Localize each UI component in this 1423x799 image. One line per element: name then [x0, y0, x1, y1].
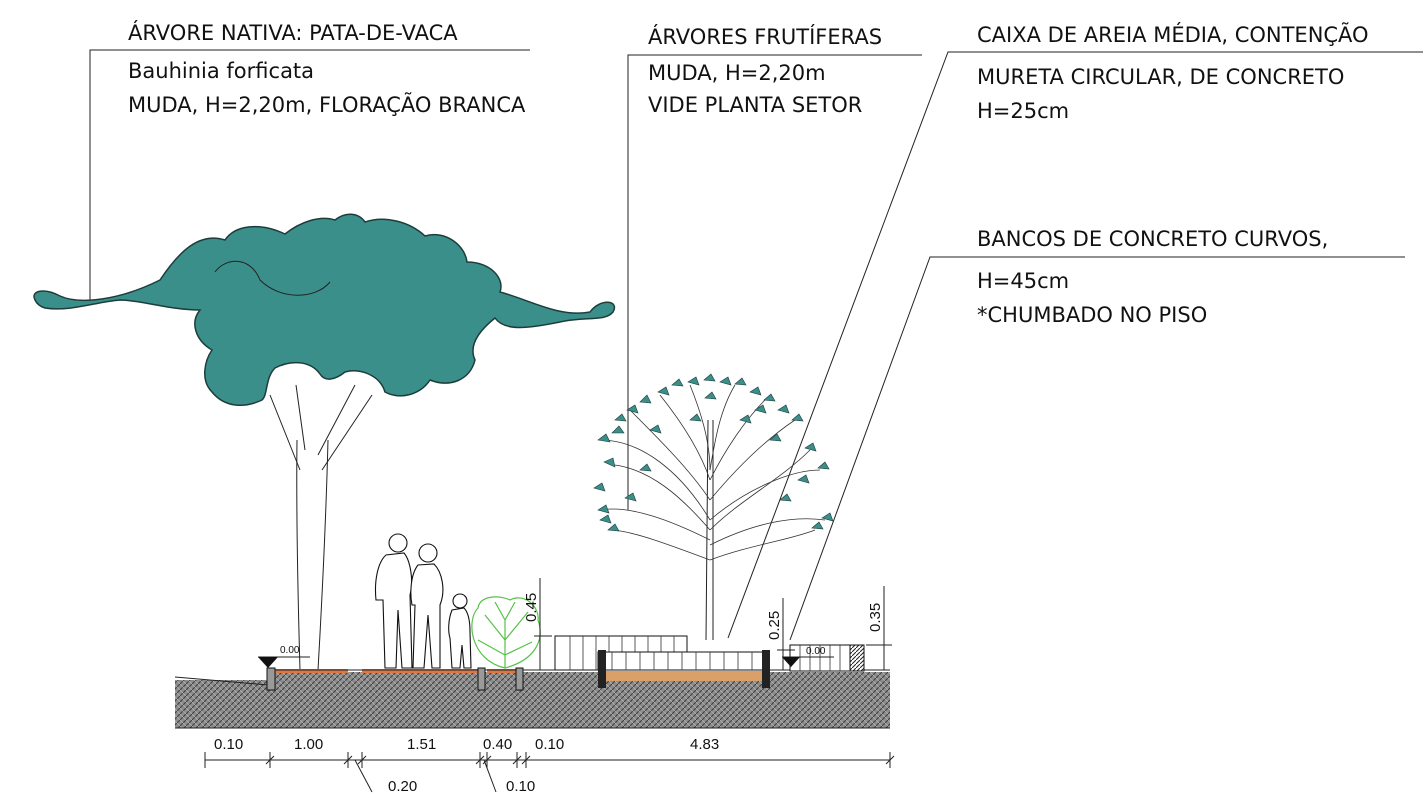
shrub [471, 596, 541, 669]
sandbox [597, 650, 770, 688]
native-tree-title: ÁRVORE NATIVA: PATA-DE-VACA [128, 20, 458, 45]
native-tree-species: Bauhinia forficata [128, 59, 314, 83]
annotation-sandbox: CAIXA DE AREIA MÉDIA, CONTENÇÃO MURETA C… [977, 21, 1369, 123]
level-marker-right: 0.00 [782, 646, 834, 667]
right-bench [789, 644, 865, 672]
level-left-value: 0.00 [280, 645, 300, 656]
fruit-trees-spec: MUDA, H=2,20m [648, 61, 826, 85]
annotation-benches: BANCOS DE CONCRETO CURVOS, H=45cm *CHUMB… [977, 227, 1328, 327]
level-marker-left: 0.00 [258, 645, 310, 668]
dim-below-0: 0.20 [388, 778, 417, 795]
fruit-trees-ref: VIDE PLANTA SETOR [648, 93, 862, 117]
dim-h-3: 0.40 [483, 736, 512, 753]
fruit-trees-title: ÁRVORES FRUTÍFERAS [648, 24, 882, 49]
sandbox-height: H=25cm [977, 99, 1069, 123]
sand-fill [606, 671, 762, 681]
fruit-tree-leaves [593, 373, 834, 532]
dim-below-1: 0.10 [506, 778, 535, 795]
horizontal-dimensions: 0.10 1.00 1.51 0.40 0.10 4.83 0.20 0.10 [204, 736, 895, 795]
native-tree [33, 213, 616, 671]
native-tree-spec: MUDA, H=2,20m, FLORAÇÃO BRANCA [128, 91, 526, 117]
dim-v-sandbox: 0.25 [766, 611, 783, 640]
dim-v-right-bench: 0.35 [867, 603, 884, 632]
level-right-value: 0.00 [806, 646, 826, 657]
benches-fixing: *CHUMBADO NO PISO [977, 303, 1207, 327]
paving-strip-2 [362, 669, 480, 673]
ground-section [174, 667, 890, 729]
sandbox-wall: MURETA CIRCULAR, DE CONCRETO [977, 65, 1344, 89]
people-figures [374, 533, 472, 669]
sandbox-wall-left [598, 650, 606, 688]
paving-strip-3 [487, 669, 517, 673]
annotation-fruit-trees: ÁRVORES FRUTÍFERAS MUDA, H=2,20m VIDE PL… [648, 24, 882, 117]
fruit-tree [593, 373, 834, 641]
dim-h-2: 1.51 [407, 736, 436, 753]
sandbox-title: CAIXA DE AREIA MÉDIA, CONTENÇÃO [977, 21, 1369, 47]
annotation-leaders [89, 49, 1423, 641]
dim-h-1: 1.00 [294, 736, 323, 753]
benches-height: H=45cm [977, 269, 1069, 293]
dim-h-5: 4.83 [690, 736, 719, 753]
dim-h-4: 0.10 [535, 736, 564, 753]
paving-strip-1 [272, 669, 348, 673]
dim-v-bench: 0.45 [523, 593, 540, 622]
native-tree-canopy [33, 213, 616, 406]
sandbox-wall-right [762, 650, 770, 688]
benches-title: BANCOS DE CONCRETO CURVOS, [977, 227, 1328, 251]
soil-fill [270, 672, 890, 728]
annotation-native-tree: ÁRVORE NATIVA: PATA-DE-VACA Bauhinia for… [128, 20, 526, 117]
dim-h-0: 0.10 [214, 736, 243, 753]
vertical-dimensions: 0.45 0.25 0.35 [523, 578, 892, 671]
